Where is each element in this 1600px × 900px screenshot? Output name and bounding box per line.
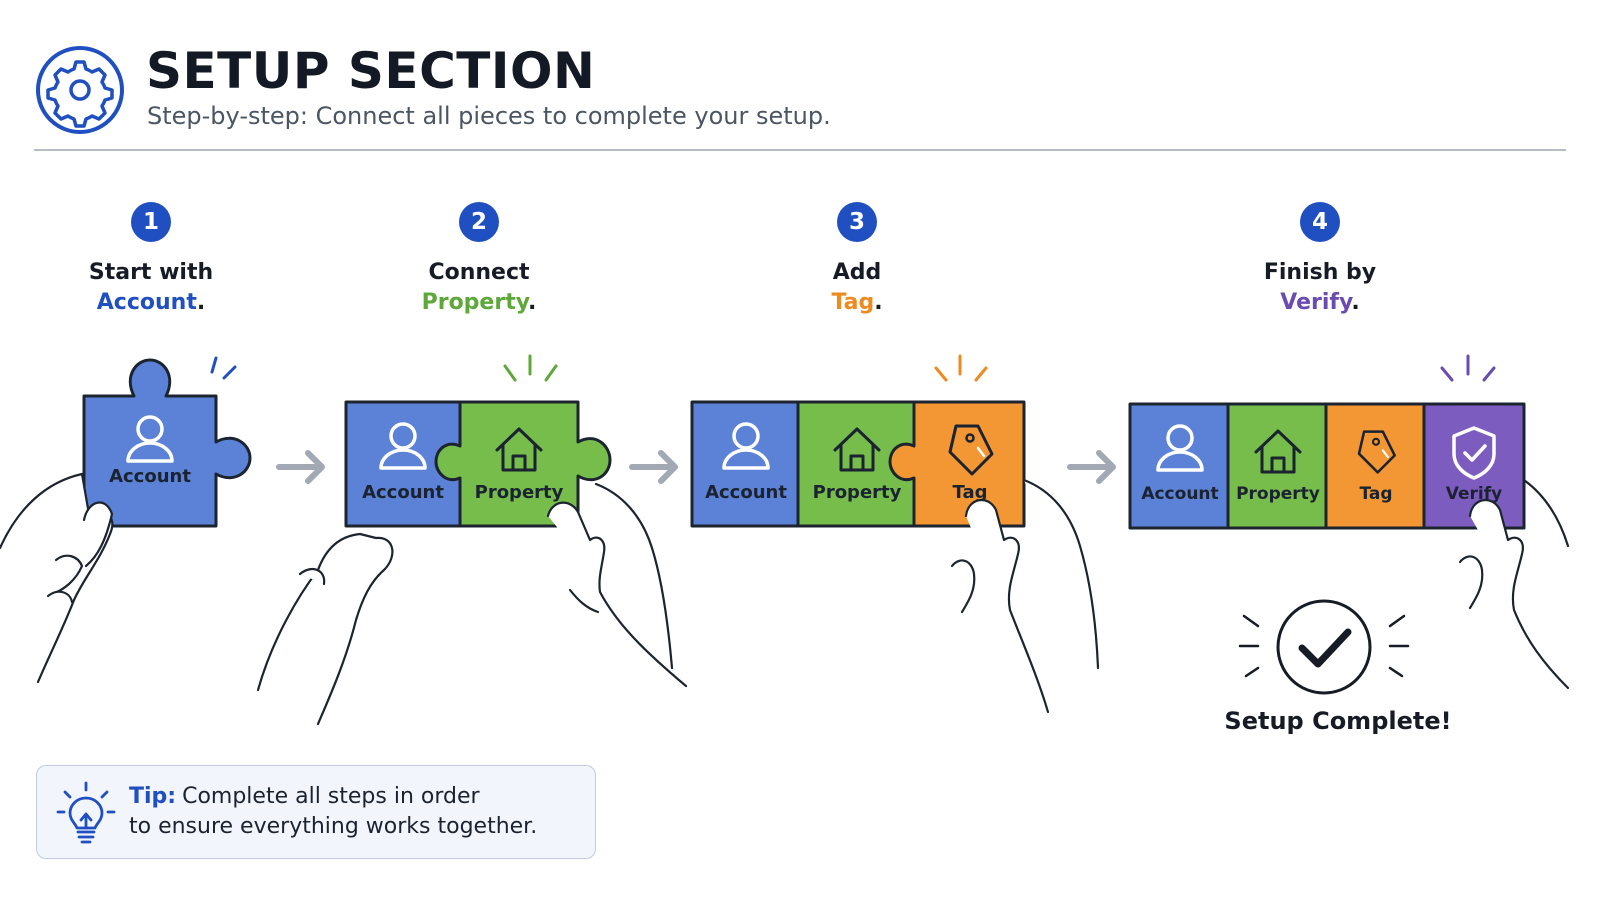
step-3-tag-label: Tag <box>953 482 988 503</box>
step-2-period: . <box>528 290 537 315</box>
tip-line-2: to ensure everything works together. <box>129 814 538 839</box>
step-4-account-piece: Account <box>1128 402 1232 530</box>
gear-icon <box>36 46 124 134</box>
header-divider <box>34 149 1566 151</box>
step-3-account-label: Account <box>705 482 787 503</box>
step-3-account-piece: Account <box>690 400 802 528</box>
arrow-right-icon <box>629 450 678 484</box>
step-4-account-label: Account <box>1141 484 1218 504</box>
step-1-account-piece: Account <box>82 358 252 528</box>
step-1-account-label: Account <box>109 466 191 487</box>
step-4-verify-label: Verify <box>1446 484 1502 504</box>
hand-illustration <box>256 532 394 726</box>
setup-complete-label: Setup Complete! <box>1224 707 1452 735</box>
arrow-right-icon <box>276 450 325 484</box>
step-2-number: 2 <box>459 202 499 242</box>
step-3-number: 3 <box>837 202 877 242</box>
step-1-highlight: Account <box>96 290 197 315</box>
step-3-property-label: Property <box>813 482 902 503</box>
spark-icon <box>503 354 558 382</box>
tip-line-1-text: Complete all steps in order <box>182 784 480 809</box>
step-4-number: 4 <box>1300 202 1340 242</box>
step-2-account-label: Account <box>362 482 444 503</box>
spark-icon <box>210 356 237 380</box>
tip-box: Tip:Complete all steps in order to ensur… <box>36 765 596 859</box>
hand-illustration <box>1458 478 1570 690</box>
step-2-highlight: Property <box>421 290 529 315</box>
step-2-highlight-line: Property. <box>359 288 599 318</box>
step-2-account-piece: Account <box>344 400 464 528</box>
step-3-period: . <box>874 290 883 315</box>
step-4-verify-piece: Verify <box>1422 402 1526 530</box>
step-2-label: Connect Property. <box>359 258 599 318</box>
step-3-text: Add <box>832 260 882 285</box>
tip-text: Tip:Complete all steps in order to ensur… <box>129 782 537 842</box>
step-1-number: 1 <box>131 202 171 242</box>
step-4-highlight-line: Verify. <box>1200 288 1440 318</box>
page-subtitle: Step-by-step: Connect all pieces to comp… <box>147 102 831 130</box>
step-3-property-piece: Property <box>796 400 918 528</box>
arrow-right-icon <box>1067 450 1116 484</box>
hand-illustration <box>0 472 114 684</box>
step-3-highlight: Tag <box>831 290 875 315</box>
step-1-period: . <box>196 290 206 315</box>
step-3-label: Add Tag. <box>737 258 977 318</box>
hand-illustration <box>546 482 688 688</box>
tip-line-1: Tip:Complete all steps in order <box>129 782 537 812</box>
step-4-tag-piece: Tag <box>1324 402 1428 530</box>
step-3-highlight-line: Tag. <box>737 288 977 318</box>
step-2-property-label: Property <box>475 482 564 503</box>
hand-illustration <box>950 478 1100 714</box>
step-2-text: Connect <box>428 260 530 285</box>
puzzle-steps-diagram: Account Account Property Account Propert… <box>0 354 1570 726</box>
step-4-text: Finish by <box>1263 260 1377 285</box>
lightbulb-icon <box>56 781 116 844</box>
page-title: SETUP SECTION <box>146 42 596 100</box>
step-1-highlight-line: Account. <box>31 288 271 318</box>
step-1-label: Start with Account. <box>31 258 271 318</box>
step-3-tag-piece: Tag <box>888 400 1026 528</box>
step-4-tag-label: Tag <box>1359 484 1392 504</box>
step-4-property-label: Property <box>1236 484 1320 504</box>
spark-icon <box>934 354 988 382</box>
step-2-property-piece: Property <box>434 400 612 528</box>
step-1-text: Start with <box>88 260 214 285</box>
step-4-property-piece: Property <box>1226 402 1330 530</box>
step-4-highlight: Verify <box>1280 290 1352 315</box>
spark-icon <box>1440 354 1496 382</box>
step-4-label: Finish by Verify. <box>1200 258 1440 318</box>
spark-icon <box>1238 614 1410 678</box>
tip-label: Tip: <box>129 784 177 809</box>
step-4-period: . <box>1351 290 1360 315</box>
checkmark-circle-icon <box>1276 599 1372 695</box>
